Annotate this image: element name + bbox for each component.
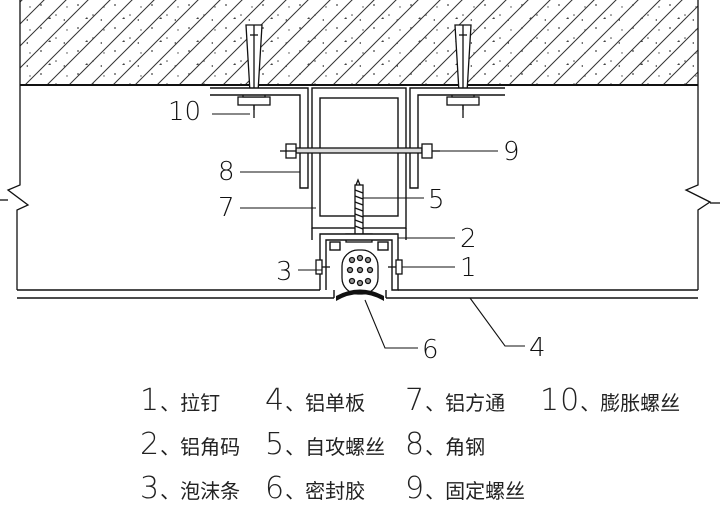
sealant-bead	[336, 289, 384, 301]
legend-row: 3、泡沫条 6、密封胶 9、固定螺丝	[140, 466, 710, 510]
rivets	[315, 259, 403, 275]
foam-rod	[341, 249, 379, 295]
legend-item: 2、铝角码	[140, 426, 241, 462]
callout-10: 10	[168, 97, 201, 127]
callout-1: 1	[460, 253, 477, 283]
legend-item: 4、铝单板	[265, 382, 366, 418]
legend-row: 1、拉钉 4、铝单板 7、铝方通 10、膨胀螺丝	[140, 378, 710, 422]
legend-item: 3、泡沫条	[140, 470, 241, 506]
legend-item: 6、密封胶	[265, 470, 366, 506]
aluminum-panel	[17, 289, 698, 299]
legend: 1、拉钉 4、铝单板 7、铝方通 10、膨胀螺丝 2、铝角码 5、自攻螺丝 8、…	[140, 378, 710, 510]
legend-item: 7、铝方通	[405, 382, 506, 418]
concrete-slab	[20, 0, 698, 86]
callout-3: 3	[276, 257, 293, 287]
left-wall-edge	[0, 0, 30, 290]
aluminum-angle-clip	[319, 233, 399, 291]
leader-lines	[212, 113, 525, 349]
callout-8: 8	[218, 157, 235, 187]
legend-row: 2、铝角码 5、自攻螺丝 8、角钢	[140, 422, 710, 466]
callout-7: 7	[218, 193, 235, 223]
callout-5: 5	[428, 185, 445, 215]
angle-steel-left	[210, 87, 309, 189]
callout-4: 4	[529, 333, 546, 363]
legend-item: 1、拉钉	[140, 382, 221, 418]
right-wall-edge	[684, 0, 720, 290]
callout-6: 6	[422, 335, 439, 365]
legend-item: 10、膨胀螺丝	[540, 382, 681, 418]
callout-9: 9	[503, 137, 520, 167]
legend-item: 8、角钢	[405, 426, 486, 462]
angle-steel-right	[409, 87, 505, 189]
legend-item: 5、自攻螺丝	[265, 426, 386, 462]
legend-item: 9、固定螺丝	[405, 470, 526, 506]
callout-2: 2	[460, 224, 477, 254]
